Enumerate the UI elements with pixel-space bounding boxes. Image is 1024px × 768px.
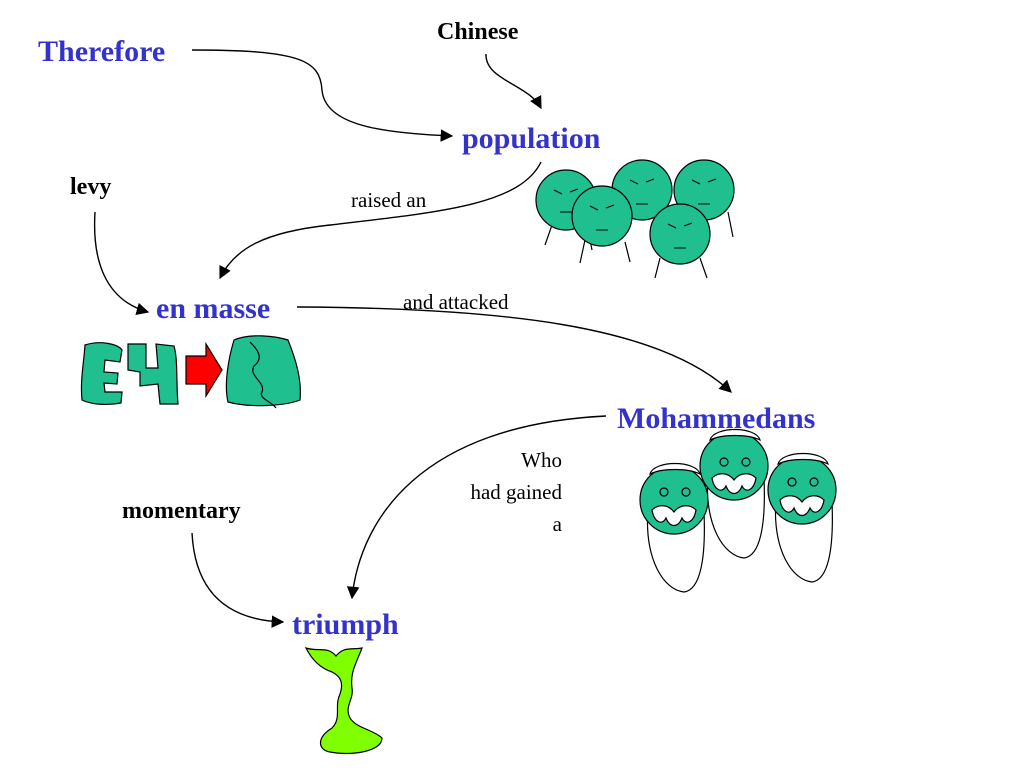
arrow-momentary-to-triumph: [191, 532, 285, 628]
label-en-masse: en masse: [156, 292, 271, 325]
label-chinese: Chinese: [437, 19, 519, 45]
label-and-attacked: and attacked: [403, 290, 509, 314]
arrow-therefore-to-population: [191, 49, 454, 142]
label-momentary: momentary: [122, 498, 241, 524]
arrow-population-to-en-masse: [219, 161, 542, 280]
label-triumph: triumph: [292, 608, 399, 641]
triumph-trophy-icon: [304, 646, 383, 755]
arrow-chinese-to-population: [485, 53, 542, 110]
who-line-1: Who: [521, 448, 562, 472]
who-line-2: had gained: [470, 480, 562, 504]
who-line-3: a: [552, 512, 562, 536]
label-levy: levy: [70, 174, 112, 200]
label-population: population: [462, 122, 601, 155]
en-masse-group-icon: [80, 335, 301, 409]
chinese-population-figures: [535, 159, 735, 279]
label-who-had-gained-a: Who had gained a: [430, 444, 562, 540]
mohammedans-figures: [639, 429, 837, 593]
arrow-levy-to-en-masse: [93, 211, 150, 316]
arrow-en-masse-to-mohammedans: [296, 306, 732, 393]
label-mohammedans: Mohammedans: [617, 402, 816, 435]
arrow-mohammedans-to-triumph: [346, 415, 607, 600]
label-therefore: Therefore: [38, 35, 166, 68]
label-raised-an: raised an: [351, 188, 427, 212]
